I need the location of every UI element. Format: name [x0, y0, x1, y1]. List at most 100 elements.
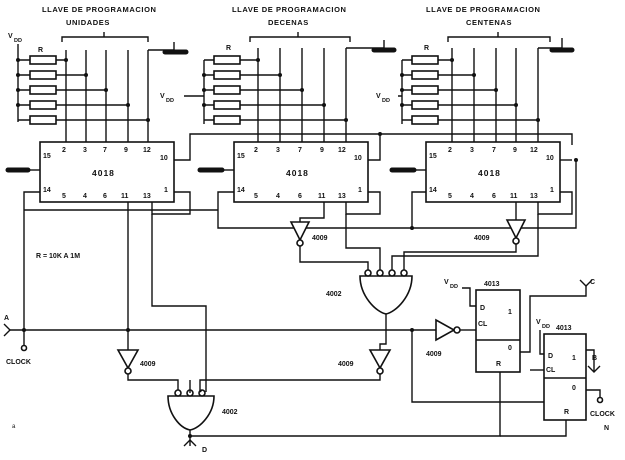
switch-block-centenas: LLAVE DE PROGRAMACION CENTENAS V DD R: [376, 5, 575, 142]
svg-text:6: 6: [492, 193, 496, 200]
resistor-label-3: R: [424, 45, 429, 52]
flipflop-2: 4013 D 1 CL 0 R V DD: [536, 319, 587, 421]
svg-text:4: 4: [276, 193, 280, 200]
output-c-label: C: [590, 279, 595, 286]
svg-text:13: 13: [338, 193, 346, 200]
svg-text:1: 1: [508, 309, 512, 316]
svg-text:1: 1: [358, 187, 362, 194]
svg-text:9: 9: [124, 147, 128, 154]
resistor: [213, 55, 241, 65]
svg-text:7: 7: [492, 147, 496, 154]
resistor-value-note: R = 10K A 1M: [36, 253, 80, 260]
resistor: [29, 70, 57, 80]
svg-text:5: 5: [62, 193, 66, 200]
svg-text:9: 9: [513, 147, 517, 154]
switch-title-decenas: LLAVE DE PROGRAMACION: [232, 5, 347, 14]
svg-text:2: 2: [254, 147, 258, 154]
svg-text:CL: CL: [478, 321, 488, 328]
svg-text:CL: CL: [546, 367, 556, 374]
svg-text:7: 7: [298, 147, 302, 154]
switch-subtitle-decenas: DECENAS: [268, 18, 309, 27]
svg-text:3: 3: [276, 147, 280, 154]
svg-text:2: 2: [62, 147, 66, 154]
svg-text:6: 6: [298, 193, 302, 200]
svg-text:DD: DD: [450, 284, 458, 290]
svg-text:9: 9: [320, 147, 324, 154]
svg-text:12: 12: [530, 147, 538, 154]
svg-text:10: 10: [354, 155, 362, 162]
svg-text:5: 5: [254, 193, 258, 200]
svg-text:15: 15: [43, 153, 51, 160]
inverter-5: 4009: [426, 318, 476, 358]
inverter-1: 4009: [116, 336, 179, 392]
svg-text:V: V: [376, 93, 381, 100]
svg-text:4009: 4009: [474, 235, 490, 242]
svg-text:0: 0: [508, 345, 512, 352]
switch-subtitle-unidades: UNIDADES: [66, 18, 110, 27]
svg-text:15: 15: [237, 153, 245, 160]
nor-gate-center: 4002: [326, 269, 413, 350]
counter-chip-2: 4018 2 3 7 9 12 5 4 6 11 13 15 14 10 1: [233, 141, 369, 203]
flipflop-1: 4013 D 1 CL 0 R V DD: [444, 279, 521, 373]
vdd-label-3: V DD: [376, 93, 390, 104]
svg-text:R: R: [496, 361, 501, 368]
svg-text:0: 0: [572, 385, 576, 392]
svg-text:4013: 4013: [484, 281, 500, 288]
svg-text:14: 14: [43, 187, 51, 194]
inverter-4: 4009: [199, 349, 392, 392]
svg-text:5: 5: [448, 193, 452, 200]
svg-text:10: 10: [546, 155, 554, 162]
svg-text:V: V: [536, 319, 541, 326]
svg-text:11: 11: [510, 193, 518, 200]
svg-text:6: 6: [103, 193, 107, 200]
resistor: [29, 115, 57, 125]
svg-text:1: 1: [550, 187, 554, 194]
svg-text:4009: 4009: [140, 361, 156, 368]
svg-text:4018: 4018: [92, 168, 115, 178]
svg-text:DD: DD: [14, 38, 22, 44]
svg-text:11: 11: [318, 193, 326, 200]
svg-text:R: R: [564, 409, 569, 416]
svg-text:14: 14: [237, 187, 245, 194]
resistor-label-2: R: [226, 45, 231, 52]
resistor: [29, 85, 57, 95]
svg-text:V: V: [160, 93, 165, 100]
clock-input-label: CLOCK: [6, 359, 31, 366]
switch-subtitle-centenas: CENTENAS: [466, 18, 512, 27]
resistor: [29, 100, 57, 110]
svg-text:4002: 4002: [326, 291, 342, 298]
switch-title-centenas: LLAVE DE PROGRAMACION: [426, 5, 541, 14]
svg-text:4: 4: [470, 193, 474, 200]
svg-text:DD: DD: [382, 98, 390, 104]
vdd-label-2: V DD: [160, 93, 174, 104]
resistor: [213, 115, 241, 125]
svg-text:4002: 4002: [222, 409, 238, 416]
svg-text:4009: 4009: [312, 235, 328, 242]
svg-text:4: 4: [83, 193, 87, 200]
resistor: [411, 85, 439, 95]
svg-text:11: 11: [121, 193, 129, 200]
output-n-label: N: [604, 425, 609, 432]
svg-text:V: V: [8, 33, 13, 40]
resistor: [411, 70, 439, 80]
resistor: [29, 55, 57, 65]
svg-text:4009: 4009: [338, 361, 354, 368]
inverter-2: 4009: [289, 202, 369, 272]
nor-gate-bottom: 4002: [167, 380, 238, 436]
svg-text:4009: 4009: [426, 351, 442, 358]
resistor: [213, 100, 241, 110]
input-a-label: A: [4, 315, 9, 322]
svg-text:DD: DD: [542, 324, 550, 330]
svg-text:4013: 4013: [556, 325, 572, 332]
svg-text:13: 13: [143, 193, 151, 200]
svg-text:1: 1: [164, 187, 168, 194]
counter-chip-3: 4018 2 3 7 9 12 5 4 6 11 13 15 14 10 1: [425, 141, 561, 203]
vdd-label-1: V DD: [8, 33, 22, 44]
svg-text:4018: 4018: [286, 168, 309, 178]
svg-text:DD: DD: [166, 98, 174, 104]
svg-text:12: 12: [143, 147, 151, 154]
inverter-3: 4009: [403, 202, 527, 272]
resistor: [213, 70, 241, 80]
svg-text:V: V: [444, 279, 449, 286]
